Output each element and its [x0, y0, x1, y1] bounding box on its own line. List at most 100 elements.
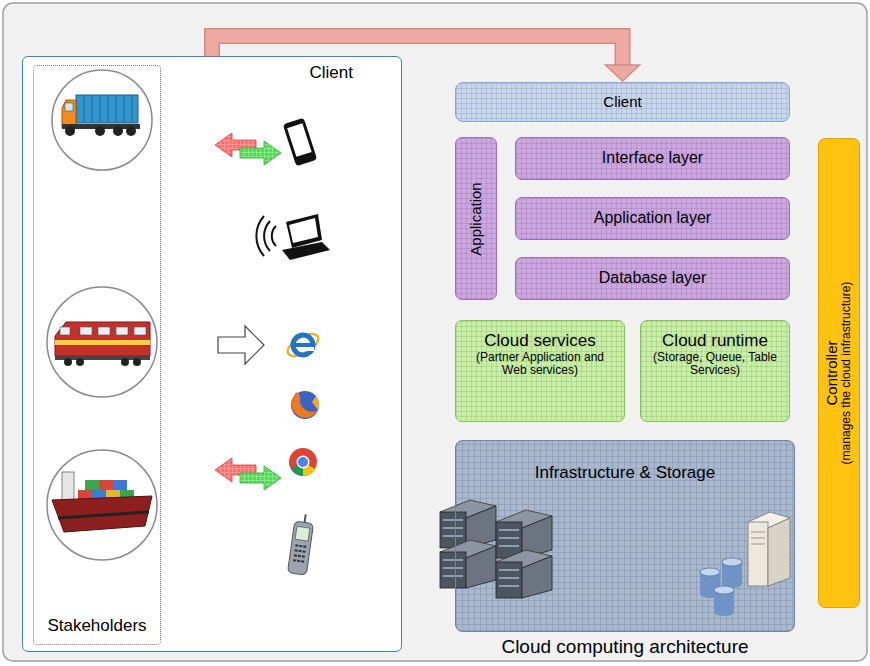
- server-rack: [440, 500, 552, 598]
- browser-icon: [291, 391, 319, 419]
- exchange-arrow: [215, 458, 281, 490]
- exchange-arrow: [215, 133, 281, 165]
- client-bar: Client: [455, 82, 790, 122]
- node-label: Database layer: [599, 269, 707, 287]
- node-label: Application layer: [594, 209, 711, 227]
- tablet-icon: [283, 118, 318, 167]
- node-label: Client: [603, 93, 641, 110]
- phone-icon: [287, 513, 314, 575]
- flow-arrow-outline: [212, 36, 623, 66]
- database-cylinder: [714, 608, 734, 616]
- laptop-icon: [286, 214, 322, 248]
- flow-arrow: [212, 36, 640, 81]
- tablet-icon: [287, 123, 311, 156]
- ship-icon: [85, 480, 99, 490]
- browser-icon: [293, 343, 313, 347]
- train-icon: [47, 287, 157, 397]
- truck-icon: [76, 95, 138, 123]
- train-icon: [55, 322, 150, 356]
- arrowhead: [606, 65, 640, 81]
- tablet-icon: [283, 118, 318, 167]
- ship-icon: [47, 450, 157, 560]
- phone-icon: [287, 521, 313, 575]
- node-label: Stakeholders: [47, 616, 146, 636]
- laptop-icon: [289, 218, 318, 243]
- browser-icon: [298, 457, 308, 467]
- database-cylinder: [700, 568, 720, 576]
- layer-box: Interface layer: [515, 137, 790, 180]
- browser-icon: [284, 330, 321, 361]
- storage-server: [751, 532, 765, 544]
- runtime-box: Cloud runtime(Storage, Queue, Table Serv…: [640, 320, 790, 422]
- server-rack: [496, 562, 522, 598]
- train-icon: [55, 340, 150, 345]
- client-panel-fill: [22, 56, 402, 652]
- truck-icon: [113, 126, 123, 136]
- train-icon: [60, 327, 70, 335]
- storage-server: [768, 518, 790, 586]
- train-icon: [116, 327, 128, 335]
- node-label: Infrastructure & Storage: [535, 463, 715, 483]
- truck-icon: [84, 96, 132, 122]
- truck-icon: [95, 126, 105, 136]
- node-label: Controller: [823, 282, 840, 465]
- node-label: Interface layer: [602, 149, 703, 167]
- server-rack: [466, 546, 496, 588]
- exchange-arrow: [240, 466, 281, 490]
- database-cylinder: [714, 586, 734, 594]
- diagram-caption: Cloud computing architecture: [455, 636, 795, 658]
- node-note: (Partner Application and Web services): [464, 351, 616, 379]
- train-icon: [76, 358, 84, 366]
- rotated-label: Application: [467, 182, 484, 255]
- train-icon: [121, 358, 129, 366]
- train-icon: [133, 358, 141, 366]
- infrastructure-box: Infrastructure & Storage: [455, 440, 795, 632]
- server-rack: [496, 522, 522, 558]
- train-icon: [64, 358, 72, 366]
- train-icon: [80, 327, 92, 335]
- exchange-arrow: [240, 141, 281, 165]
- browser-icon: [291, 391, 319, 419]
- train-icon: [47, 287, 157, 397]
- application-band: Application: [455, 137, 497, 300]
- service-box: Cloud services(Partner Application and W…: [455, 320, 625, 422]
- truck-icon: [126, 126, 136, 136]
- storage-server: [748, 512, 790, 586]
- truck-icon: [65, 126, 75, 136]
- storage-server: [748, 522, 768, 586]
- browser-icon: [305, 347, 314, 351]
- ship-icon: [52, 496, 152, 532]
- stakeholder-group: Stakeholders: [33, 65, 161, 645]
- ship-icon: [58, 512, 149, 518]
- train-icon: [98, 327, 110, 335]
- server-rack: [440, 512, 466, 548]
- layer-box: Application layer: [515, 197, 790, 240]
- node-label: Client: [310, 63, 353, 83]
- node-label: Application: [467, 182, 484, 255]
- infrastructure-fill: [455, 440, 795, 632]
- truck-icon: [62, 100, 76, 128]
- database-cylinder: [722, 558, 742, 566]
- node-label: Cloud runtime: [662, 331, 768, 351]
- browser-icon: [292, 392, 318, 418]
- server-rack: [440, 552, 466, 588]
- truck-icon: [52, 70, 152, 170]
- truck-icon: [65, 103, 73, 111]
- outer-panel: [3, 3, 867, 661]
- flow-arrow-body: [212, 36, 623, 66]
- browser-icon: [289, 448, 317, 476]
- node-label: Cloud services: [484, 331, 596, 351]
- browser-icon: [289, 448, 317, 476]
- phone-icon: [295, 526, 310, 541]
- access-arrow: [218, 326, 264, 364]
- laptop-icon: [256, 214, 330, 260]
- laptop-icon: [282, 242, 330, 260]
- train-icon: [134, 327, 146, 335]
- rotated-label: Controller(manages the cloud infrastruct…: [823, 282, 854, 465]
- access-arrow: [218, 326, 264, 364]
- ship-icon: [99, 480, 113, 490]
- ship-icon: [113, 480, 127, 490]
- truck-icon: [52, 70, 152, 170]
- node-note: (manages the cloud infrastructure): [841, 282, 855, 465]
